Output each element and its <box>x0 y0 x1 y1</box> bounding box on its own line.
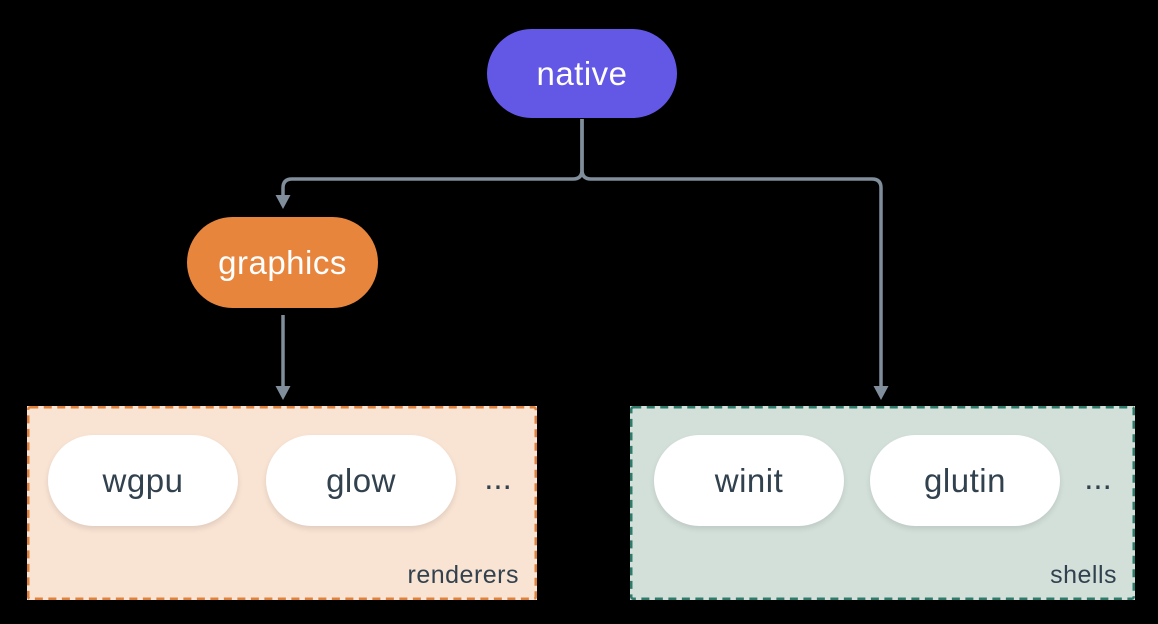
pill-glutin: glutin <box>870 435 1060 526</box>
pill-glow-label: glow <box>326 461 396 499</box>
edge-native-graphics <box>281 119 584 196</box>
edge-native-shells <box>580 119 883 387</box>
node-native-label: native <box>536 54 628 92</box>
group-renderers: wgpu glow ... renderers <box>27 406 537 600</box>
node-graphics-label: graphics <box>218 243 347 281</box>
group-shells: winit glutin ... shells <box>630 406 1135 600</box>
arrowhead-graphics <box>275 195 291 209</box>
group-label-shells: shells <box>1050 561 1117 589</box>
node-native: native <box>487 29 677 118</box>
pill-glutin-label: glutin <box>924 461 1006 499</box>
ellipsis-shells: ... <box>1084 459 1112 496</box>
pill-winit-label: winit <box>714 461 784 499</box>
pill-winit: winit <box>654 435 844 526</box>
ellipsis-renderers: ... <box>484 459 512 496</box>
arrowhead-shells <box>873 386 889 400</box>
pill-wgpu-label: wgpu <box>102 461 184 499</box>
group-label-renderers: renderers <box>407 561 519 589</box>
pill-glow: glow <box>266 435 456 526</box>
arrowhead-renderers <box>275 386 291 400</box>
node-graphics: graphics <box>187 217 378 308</box>
pill-wgpu: wgpu <box>48 435 238 526</box>
